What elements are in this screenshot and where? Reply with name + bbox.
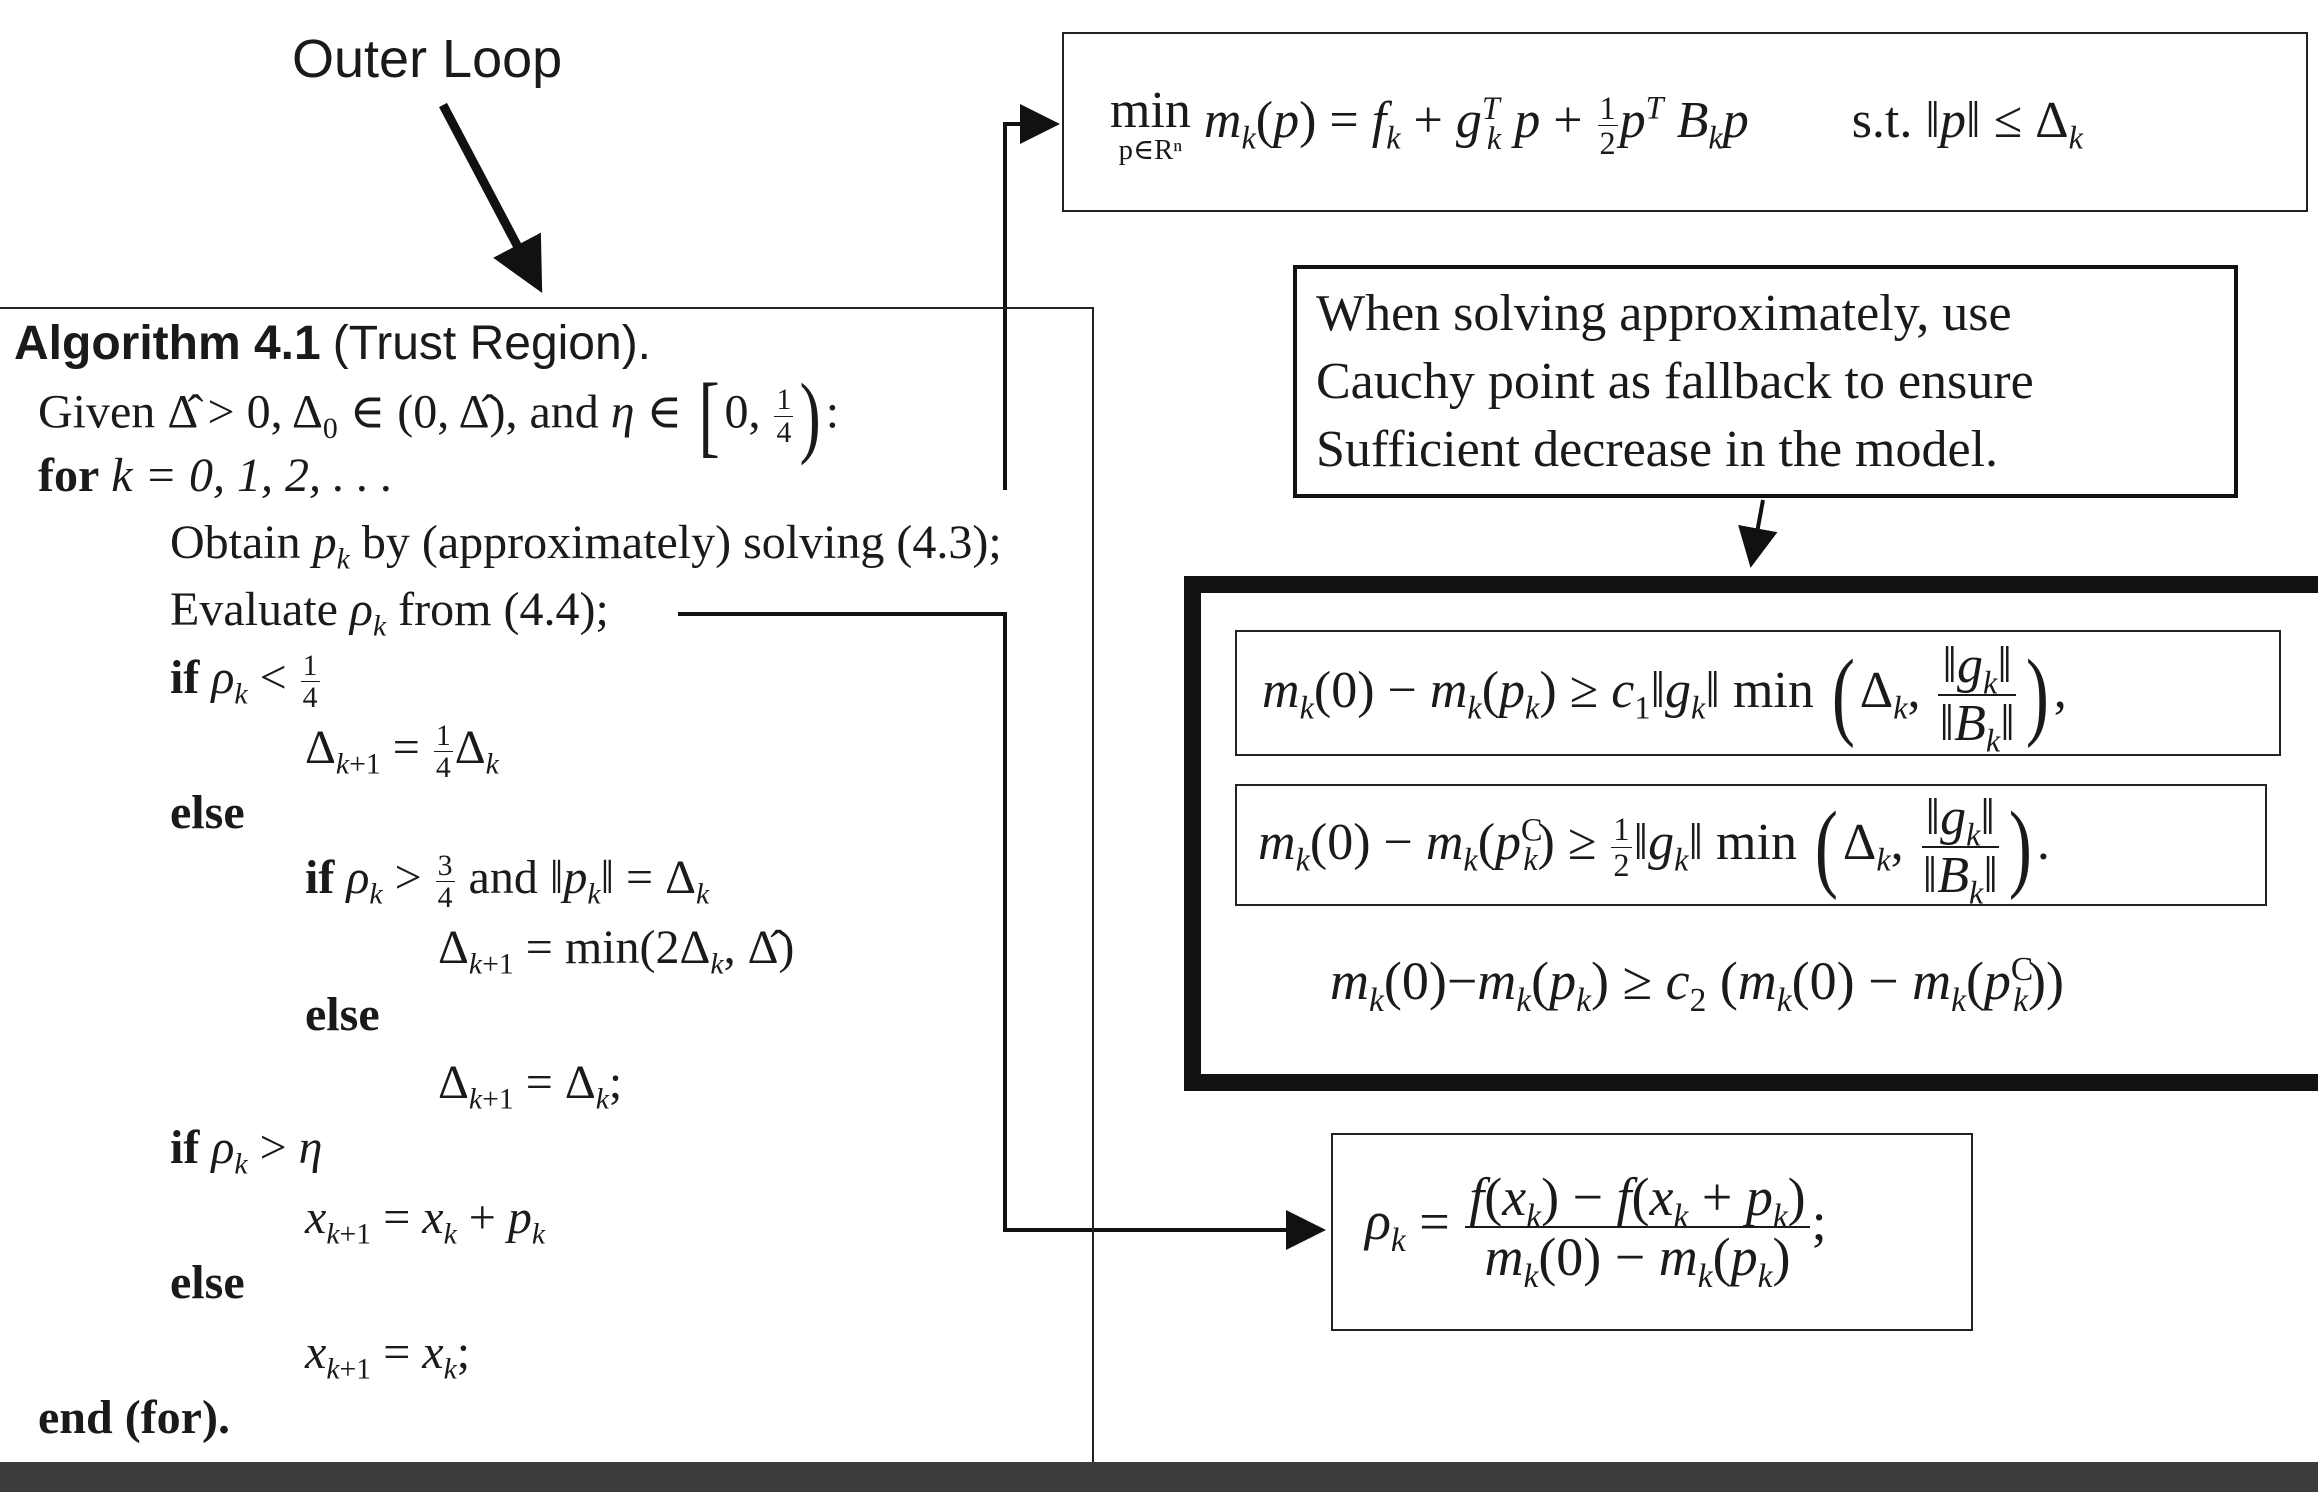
algo-line-else3: else [170, 1256, 245, 1309]
algo-line-evaluate: Evaluate ρk from (4.4); [170, 583, 609, 643]
condition-3-equation: mk(0)−mk(pk) ≥ c2 (mk(0) − mk(pCk)) [1330, 951, 2064, 1019]
algo-line-given: Given Δ̂ > 0, Δ0 ∈ (0, Δ̂), and η ∈ [0, … [38, 365, 840, 466]
algo-line-else2: else [305, 988, 380, 1041]
outer-loop-arrow [439, 102, 543, 293]
algo-line-expand: Δk+1 = min(2Δk, Δ̂) [438, 921, 795, 981]
condition-1-equation: mk(0) − mk(pk) ≥ c1‖gk‖ min (Δk, ‖gk‖‖Bk… [1262, 637, 2067, 759]
algo-line-step: xk+1 = xk + pk [305, 1191, 546, 1251]
algo-line-if-accept: if ρk > η [170, 1121, 323, 1181]
note-text: When solving approximately, use Cauchy p… [1316, 285, 2034, 478]
algorithm-subtitle: (Trust Region). [332, 317, 652, 370]
algo-line-keep: Δk+1 = Δk; [438, 1056, 623, 1116]
ratio-equation: ρk = f(xk) − f(xk + pk)mk(0) − mk(pk); [1365, 1167, 1827, 1295]
note-box [1293, 265, 2238, 498]
subproblem-box [1062, 32, 2308, 212]
ratio-box [1331, 1133, 1973, 1331]
algo-line-reject: xk+1 = xk; [305, 1326, 471, 1386]
algo-line-else1: else [170, 786, 245, 839]
algo-line-obtain: Obtain pk by (approximately) solving (4.… [170, 516, 1002, 576]
ratio-arrow [678, 612, 1326, 1250]
sufficient-decrease-box [1184, 576, 2318, 1091]
subproblem-arrow [1003, 104, 1060, 490]
note-arrow [1738, 499, 1778, 568]
footer-bar [0, 1462, 2318, 1492]
outer-loop-label: Outer Loop [292, 29, 563, 89]
algorithm-title: Algorithm 4.1 [14, 317, 321, 370]
algorithm-heading: Algorithm 4.1(Trust Region). [14, 315, 651, 371]
algo-line-for: for k = 0, 1, 2, . . . [38, 449, 393, 502]
algo-line-end: end (for). [38, 1391, 230, 1444]
condition-1-box [1235, 630, 2281, 756]
condition-2-box [1235, 784, 2267, 906]
algorithm-box [0, 307, 1094, 1464]
